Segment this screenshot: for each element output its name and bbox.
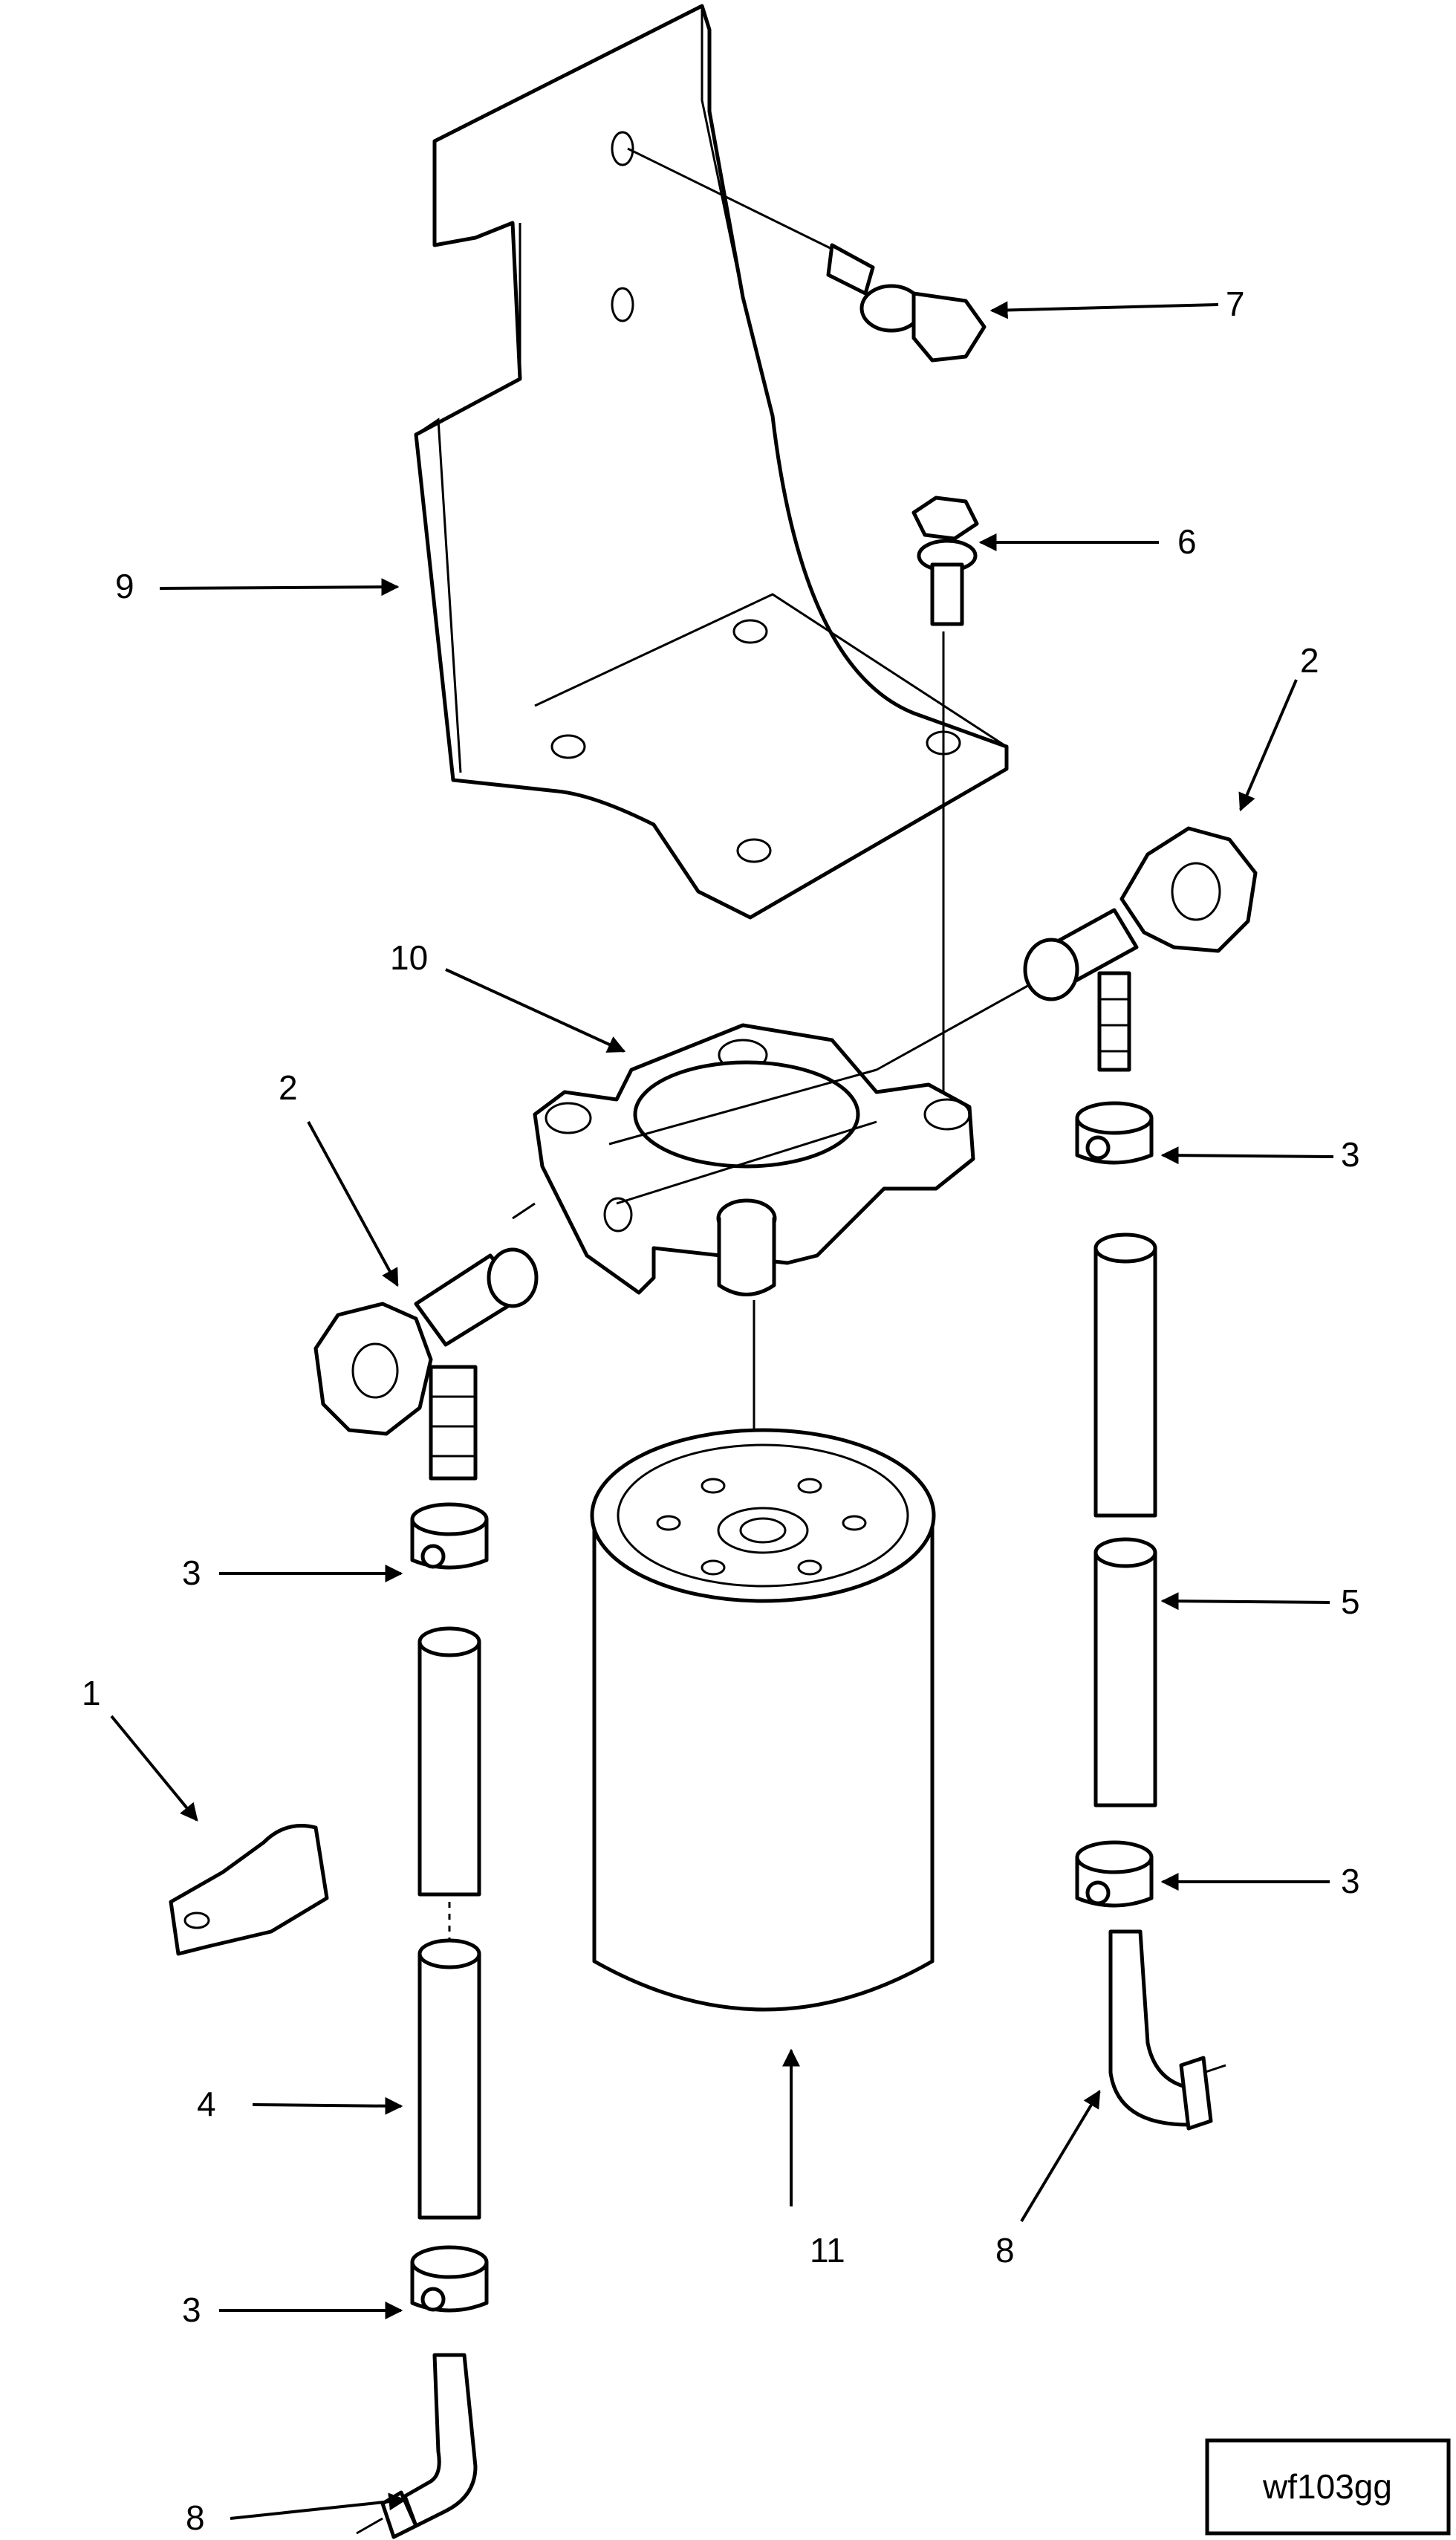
callout-10: 10 bbox=[390, 938, 428, 977]
drain-valve-left bbox=[313, 1202, 539, 1481]
callout-2-right: 2 bbox=[1300, 641, 1319, 680]
callout-2-left: 2 bbox=[279, 1068, 298, 1107]
leader-lines bbox=[110, 301, 1334, 2520]
bracket-bolt-lower bbox=[911, 496, 979, 1092]
bracket-bolt-upper bbox=[627, 147, 987, 363]
callout-8-right: 8 bbox=[995, 2231, 1015, 2270]
callout-11: 11 bbox=[810, 2231, 845, 2270]
mounting-bracket bbox=[414, 4, 1009, 920]
callout-3-upper-right: 3 bbox=[1341, 1135, 1360, 1174]
callout-3-lower-right: 3 bbox=[1341, 1862, 1360, 1900]
callout-1: 1 bbox=[82, 1674, 101, 1712]
callout-8-left: 8 bbox=[186, 2498, 205, 2537]
callout-4: 4 bbox=[197, 2085, 216, 2123]
figure-code-text: wf103gg bbox=[1262, 2467, 1392, 2506]
callout-3-upper-left: 3 bbox=[182, 1553, 201, 1592]
callout-6: 6 bbox=[1177, 522, 1197, 561]
hose-assembly-left bbox=[356, 1502, 489, 2539]
figure-code-label: wf103gg bbox=[1205, 2438, 1451, 2536]
callout-9: 9 bbox=[115, 567, 134, 605]
p-clamp bbox=[169, 1824, 329, 1956]
callout-5: 5 bbox=[1341, 1582, 1360, 1621]
callout-3-lower-left: 3 bbox=[182, 2290, 201, 2329]
filter-head bbox=[533, 1023, 975, 1493]
filter-element bbox=[590, 1428, 936, 2012]
hose-assembly-right bbox=[1075, 1101, 1226, 2131]
callout-7: 7 bbox=[1226, 285, 1245, 323]
drain-valve-right bbox=[876, 826, 1258, 1072]
